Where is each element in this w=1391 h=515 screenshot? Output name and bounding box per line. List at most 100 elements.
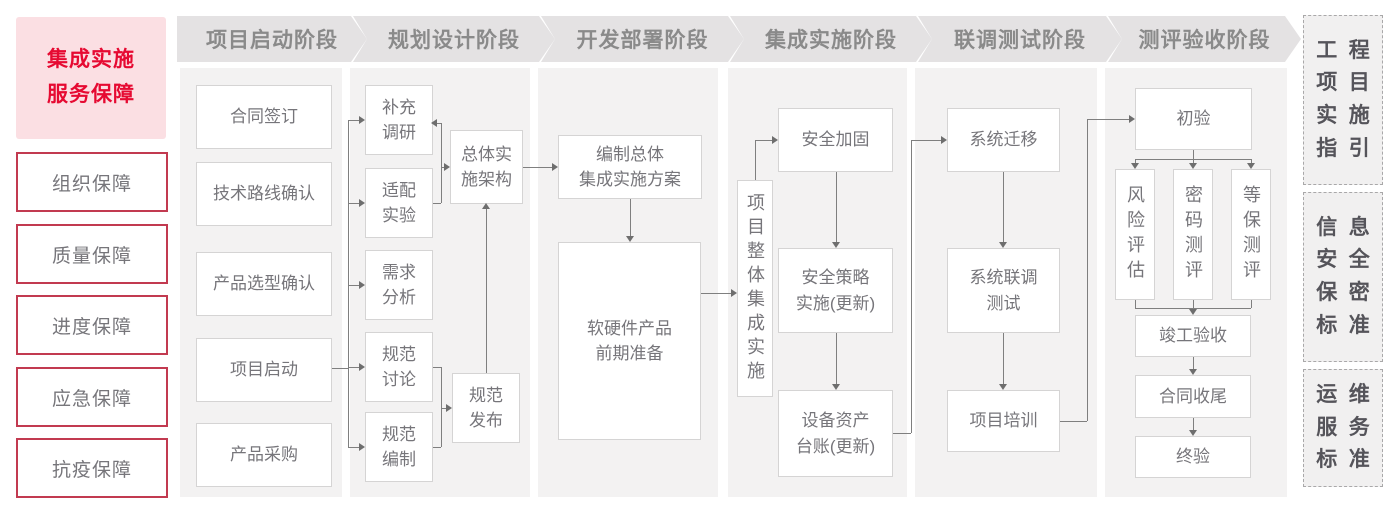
flow-line [1135, 300, 1136, 308]
arrow-right-icon [446, 404, 452, 412]
arrow-down-icon [626, 236, 634, 242]
flow-line [437, 123, 441, 124]
flow-line [1193, 159, 1194, 163]
arrow-down-icon [1189, 163, 1197, 169]
flow-line [523, 167, 552, 168]
flow-line [1003, 172, 1004, 242]
arrow-right-icon [731, 289, 737, 297]
flow-line [1060, 421, 1087, 422]
flow-line [1193, 418, 1194, 430]
step-tech-route-confirm: 技术路线确认 [196, 162, 332, 226]
step-spec-release: 规范 发布 [452, 373, 520, 443]
flow-line [1193, 150, 1194, 159]
arrow-right-icon [359, 281, 365, 289]
flow-line [433, 203, 441, 204]
arrow-right-icon [359, 443, 365, 451]
arrow-down-icon [1247, 163, 1255, 169]
arrow-right-icon [444, 163, 450, 171]
step-project-kickoff: 项目启动 [196, 338, 332, 402]
step-security-hardening: 安全加固 [778, 108, 893, 172]
step-overall-implementation-architecture: 总体实 施架构 [450, 130, 523, 204]
step-mlps-evaluation: 等保测评 [1231, 169, 1271, 300]
flow-line [441, 408, 446, 409]
phase-header-development-deployment: 开发部署阶段 [541, 16, 744, 62]
flow-line [836, 172, 837, 242]
step-initial-acceptance: 初验 [1135, 88, 1252, 150]
step-final-acceptance: 终验 [1135, 436, 1251, 478]
flow-line [348, 447, 359, 448]
arrow-down-icon [999, 242, 1007, 248]
arrow-down-icon [1189, 309, 1197, 315]
flow-line [1003, 333, 1004, 384]
sidebar-item-organization-guarantee: 组织保障 [16, 152, 168, 212]
flow-line [348, 203, 359, 204]
flow-line [1251, 159, 1252, 163]
flow-line [433, 447, 441, 448]
phase-header-project-initiation: 项目启动阶段 [177, 16, 367, 62]
arrow-down-icon [999, 384, 1007, 390]
step-completion-acceptance: 竣工验收 [1135, 315, 1251, 357]
sidebar-item-quality-guarantee: 质量保障 [16, 224, 168, 284]
step-spec-discussion: 规范 讨论 [365, 332, 433, 402]
flow-line [348, 285, 359, 286]
connector-trunk [348, 120, 349, 448]
step-compile-overall-integration-plan: 编制总体 集成实施方案 [558, 135, 702, 199]
arrow-down-icon [832, 242, 840, 248]
flow-line [1193, 357, 1194, 369]
step-system-joint-debug-test: 系统联调 测试 [947, 248, 1060, 333]
arrow-right-icon [941, 136, 947, 144]
sidebar-title: 集成实施 服务保障 [16, 17, 166, 139]
step-risk-assessment: 风险评估 [1115, 169, 1155, 300]
step-product-procurement: 产品采购 [196, 423, 332, 487]
step-system-migration: 系统迁移 [947, 108, 1060, 172]
step-security-policy-implementation: 安全策略 实施(更新) [778, 248, 893, 333]
connector-kickoff-feed [332, 368, 348, 369]
flow-line [348, 367, 359, 368]
flow-line [348, 120, 359, 121]
flow-line [441, 123, 442, 203]
sidebar-item-schedule-guarantee: 进度保障 [16, 295, 168, 355]
step-product-selection-confirm: 产品选型确认 [196, 252, 332, 316]
flow-line [755, 140, 756, 180]
step-asset-ledger-update: 设备资产 台账(更新) [778, 390, 893, 477]
flow-line [755, 140, 772, 141]
arrow-up-icon [482, 203, 490, 209]
flow-line [1087, 119, 1088, 421]
step-adaptation-experiment: 适配 实验 [365, 168, 433, 238]
phase-header-evaluation-acceptance: 测评验收阶段 [1108, 16, 1301, 62]
step-overall-project-integration: 项目整体集成实施 [737, 180, 773, 397]
flow-line [441, 167, 444, 168]
step-spec-drafting: 规范 编制 [365, 412, 433, 482]
step-contract-closure: 合同收尾 [1135, 375, 1251, 418]
flow-line [701, 293, 731, 294]
sidebar-item-emergency-guarantee: 应急保障 [16, 367, 168, 427]
arrow-down-icon [1131, 163, 1139, 169]
flow-line [441, 367, 442, 447]
step-requirement-analysis: 需求 分析 [365, 250, 433, 320]
flow-line [1087, 119, 1129, 120]
arrow-left-icon [431, 119, 437, 127]
arrow-right-icon [772, 136, 778, 144]
sidebar-item-epidemic-guarantee: 抗疫保障 [16, 438, 168, 498]
arrow-down-icon [1189, 430, 1197, 436]
arrow-right-icon [1129, 115, 1135, 123]
flow-line [893, 433, 911, 434]
phase-header-joint-debug-test: 联调测试阶段 [918, 16, 1122, 62]
flow-line [486, 209, 487, 373]
step-project-training: 项目培训 [947, 390, 1060, 452]
phase-header-integration-implementation: 集成实施阶段 [730, 16, 932, 62]
arrow-right-icon [359, 199, 365, 207]
flow-line [911, 140, 941, 141]
flow-line [630, 199, 631, 236]
flow-line [1193, 300, 1194, 309]
arrow-right-icon [359, 116, 365, 124]
arrow-right-icon [359, 363, 365, 371]
step-contract-signing: 合同签订 [196, 85, 332, 149]
standard-infosec-confidentiality: 信息 安全 保密 标准 [1303, 192, 1383, 362]
arrow-right-icon [552, 163, 558, 171]
flow-line [1251, 300, 1252, 308]
flow-line [433, 367, 441, 368]
phase-header-planning-design: 规划设计阶段 [353, 16, 555, 62]
step-supplementary-research: 补充 调研 [365, 85, 433, 155]
